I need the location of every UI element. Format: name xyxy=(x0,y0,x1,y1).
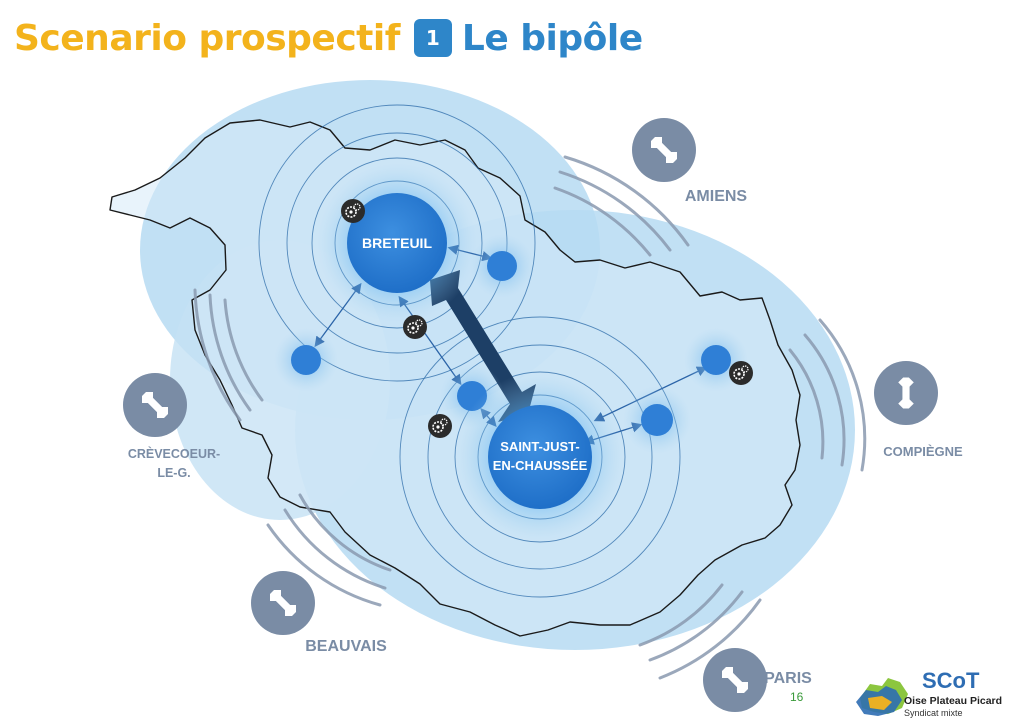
external-city-labels: AMIENS COMPIÈGNE PARIS BEAUVAIS CRÈVECOE… xyxy=(128,188,963,687)
scot-logo-mark xyxy=(856,678,908,716)
city-label-beauvais: BEAUVAIS xyxy=(305,638,387,655)
city-label-amiens: AMIENS xyxy=(685,188,748,205)
scot-logo: SCoT Oise Plateau Picard Syndicat mixte xyxy=(852,668,1020,722)
slide-title: Scenario prospectif 1 Le bipôle xyxy=(14,12,643,64)
logo-name: SCoT xyxy=(922,668,980,693)
pole-saint-just: SAINT-JUST- EN-CHAUSSÉE xyxy=(455,372,625,542)
city-label-paris: PARIS xyxy=(764,670,812,687)
pole-saint-just-label-1: SAINT-JUST- xyxy=(500,439,579,454)
crevecoeur-exchange-icon xyxy=(123,373,187,437)
external-arcs xyxy=(193,155,867,680)
amiens-exchange-icon xyxy=(632,118,696,182)
title-main: Scenario prospectif xyxy=(14,17,400,59)
page-number: 16 xyxy=(790,690,804,704)
gear-icon xyxy=(427,413,453,439)
gear-icon xyxy=(728,360,754,386)
title-subtitle: Le bipôle xyxy=(461,17,643,59)
pole-breteuil: BRETEUIL xyxy=(317,163,477,323)
gear-icon xyxy=(402,314,428,340)
city-label-crevecoeur-1: CRÈVECOEUR- xyxy=(128,446,220,461)
city-label-compiegne: COMPIÈGNE xyxy=(883,444,963,459)
pole-saint-just-label-2: EN-CHAUSSÉE xyxy=(493,458,588,473)
logo-caption: Syndicat mixte xyxy=(904,708,963,718)
gear-icon xyxy=(340,198,366,224)
compiegne-exchange-icon xyxy=(874,361,938,425)
paris-exchange-icon xyxy=(703,648,767,712)
pole-breteuil-label: BRETEUIL xyxy=(362,235,432,251)
scenario-number-badge: 1 xyxy=(413,19,452,57)
logo-subtitle: Oise Plateau Picard xyxy=(904,695,1003,707)
city-label-crevecoeur-2: LE-G. xyxy=(157,466,190,480)
beauvais-exchange-icon xyxy=(251,571,315,635)
